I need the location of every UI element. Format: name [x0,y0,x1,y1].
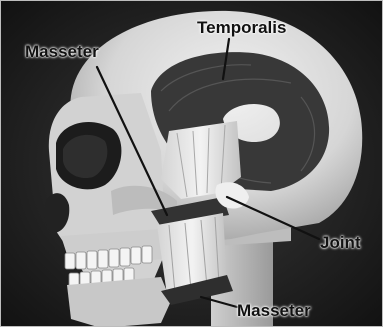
mandible [67,277,171,327]
masseter-top-label: Masseter [25,43,99,60]
masseter-bottom-label: Masseter [237,302,311,319]
temporalis-label: Temporalis [197,19,286,36]
joint-label: Joint [320,234,361,251]
